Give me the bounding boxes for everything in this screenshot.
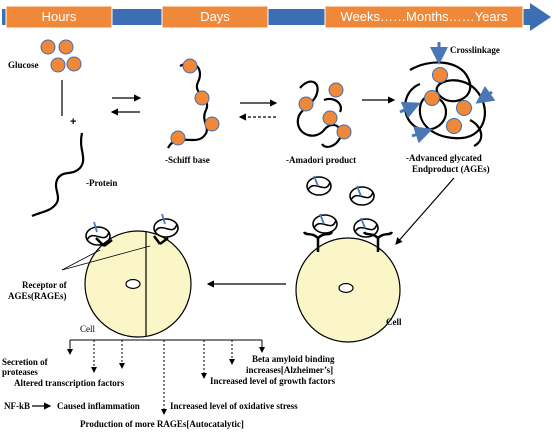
timeline-stage-weeks-box [324,5,524,29]
timeline-stage-hours: Hours [41,9,77,24]
effect-nfkb: NF-kB [4,401,31,411]
timeline-arrow [2,3,551,31]
effect-beta-amyloid-line2: increases[Alzheimer’s] [246,365,334,375]
timeline-stage-days-box [161,5,269,29]
right-cell [295,231,401,343]
plus-sign: + [70,116,77,128]
schiff-base-label: -Schiff base [165,155,210,165]
left-cell [84,213,192,338]
schiff-base-molecule [167,58,220,149]
timeline-stage-weeks-months-years: Weeks……Months……Years [340,9,508,24]
timeline-stage-hours-box [5,5,113,29]
right-cell-label: Cell [386,317,402,327]
ages-label-line1: -Advanced glycated [406,153,482,163]
receptor-label-line1: Receptor of [22,280,67,290]
effect-oxidative-stress: Increased level of oxidative stress [170,401,298,411]
crosslinkage-label: Crosslinkage [450,45,500,55]
timeline-stage-days: Days [200,9,230,24]
effect-more-rages: Production of more RAGEs[Autocatalytic] [80,419,244,429]
free-ages-group [306,176,379,238]
effect-beta-amyloid-line1: Beta amyloid binding [252,354,335,364]
glucose-molecules [40,39,82,73]
effect-inflammation: Caused inflammation [57,401,140,411]
glucose-label: Glucose [8,60,39,70]
effect-secretion-line2: proteases [2,367,38,377]
effect-growth-factors: Increased level of growth factors [210,376,336,386]
receptor-label-line2: AGEs(RAGEs) [8,291,67,301]
left-cell-label: Cell [80,324,95,334]
amadori-product-label: -Amadori product [286,155,357,165]
ages-label-line2: Endproduct (AGEs) [412,164,490,174]
effect-secretion-line1: Secretion of [2,357,48,367]
amadori-molecule [296,80,352,148]
protein-chain [31,132,85,217]
effect-transcription: Altered transcription factors [14,378,125,388]
protein-label: -Protein [86,178,118,188]
ages-crosslinked-molecule [399,42,496,147]
